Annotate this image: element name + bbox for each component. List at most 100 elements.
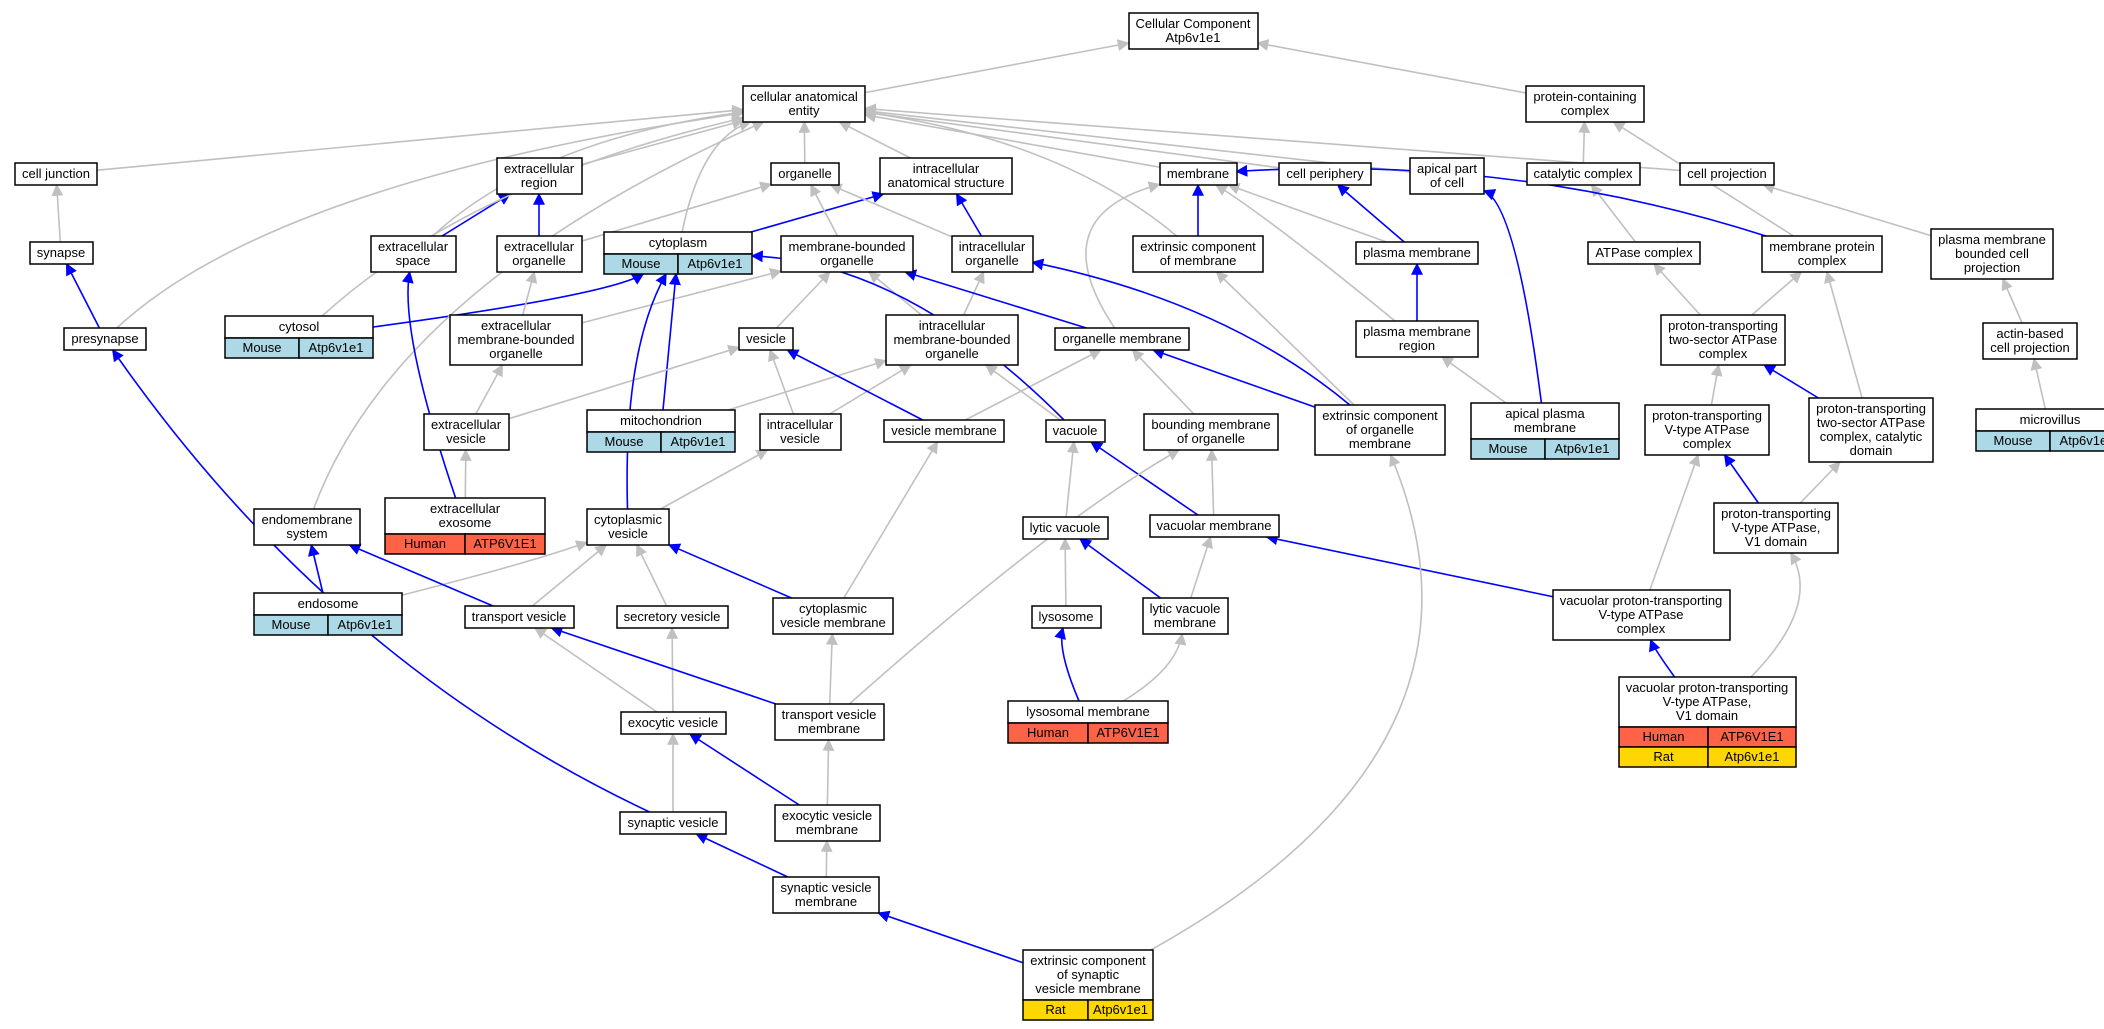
term-label: vacuolar proton-transporting — [1626, 680, 1789, 695]
term-node-lyticvac[interactable]: lytic vacuole — [1022, 516, 1109, 540]
term-node-catcomplex[interactable]: catalytic complex — [1526, 162, 1641, 186]
gene-cell — [1087, 999, 1154, 1021]
term-label: two-sector ATPase — [1669, 332, 1777, 347]
term-node-vacuole[interactable]: vacuole — [1045, 419, 1106, 443]
term-label: vesicle — [608, 526, 648, 541]
term-node-secvesicle[interactable]: secretory vesicle — [616, 605, 729, 629]
term-label: membrane protein — [1769, 239, 1875, 254]
term-node-synvesicle[interactable]: synaptic vesicle — [619, 811, 727, 835]
term-box — [449, 314, 583, 366]
term-node-atpase[interactable]: ATPase complex — [1587, 241, 1701, 265]
is-a-edge-atpase-to-catcomplex — [1590, 184, 1637, 243]
term-node-organelle[interactable]: organelle — [770, 162, 840, 186]
term-node-cellperiphery[interactable]: cell periphery — [1278, 162, 1372, 186]
term-box — [1031, 605, 1102, 629]
term-node-membrane[interactable]: membrane — [1159, 162, 1238, 186]
term-node-vacmem[interactable]: vacuolar membrane — [1149, 514, 1280, 538]
gene-label: Atp6v1e1 — [1725, 749, 1780, 764]
gene-cell — [298, 337, 374, 359]
part-of-edge-cytoplasm-to-ias — [750, 191, 885, 233]
term-node-transvesicle[interactable]: transport vesicle — [464, 605, 575, 629]
term-box — [496, 157, 583, 195]
part-of-edge-exosome-to-extspace — [401, 270, 457, 499]
term-node-synapse[interactable]: synapse — [29, 241, 94, 265]
species-label: Mouse — [1488, 441, 1527, 456]
gene-cell — [677, 253, 753, 275]
term-label: Cellular Component — [1136, 16, 1251, 31]
term-node-plasmamem[interactable]: plasma membrane — [1355, 241, 1479, 265]
is-a-edge-cytoplasm-to-cae — [681, 119, 752, 233]
term-label: microvillus — [2020, 412, 2081, 427]
term-label: complex — [1798, 253, 1847, 268]
term-box — [1409, 157, 1485, 195]
term-label: cellular anatomical — [750, 89, 858, 104]
is-a-edge-intorganelle-to-organelle — [829, 183, 952, 238]
term-node-presynapse[interactable]: presynapse — [63, 327, 147, 351]
species-label: Human — [1027, 725, 1069, 740]
gene-label: ATP6V1E1 — [1096, 725, 1159, 740]
term-box — [1618, 676, 1797, 728]
is-a-edge-apicalpm-to-pmregion — [1441, 356, 1507, 404]
term-box — [1355, 320, 1479, 358]
term-node-celljunction[interactable]: cell junction — [14, 162, 98, 186]
term-label: organelle — [820, 253, 874, 268]
term-label: intracellular — [913, 161, 980, 176]
term-node-vesicle[interactable]: vesicle — [738, 327, 794, 351]
term-node-orgmem[interactable]: organelle membrane — [1054, 327, 1190, 351]
is-a-edge-membrane-to-cae — [863, 110, 1160, 168]
term-label: proton-transporting — [1668, 318, 1778, 333]
is-a-edge-extvesicle-to-vesicle — [508, 344, 741, 420]
term-label: synaptic vesicle — [780, 880, 871, 895]
term-node-vesmem[interactable]: vesicle membrane — [883, 419, 1005, 443]
is-a-edge-pmregion-to-membrane — [1214, 184, 1396, 322]
term-label: extracellular — [430, 501, 501, 516]
term-node-microvillus[interactable]: microvillusMouseAtp6v1e1 — [1975, 408, 2104, 452]
term-node-lysosome[interactable]: lysosome — [1031, 605, 1102, 629]
term-label: V1 domain — [1676, 708, 1738, 723]
term-node-cellprojection[interactable]: cell projection — [1679, 162, 1775, 186]
term-node-exocvesicle[interactable]: exocytic vesicle — [620, 711, 727, 735]
